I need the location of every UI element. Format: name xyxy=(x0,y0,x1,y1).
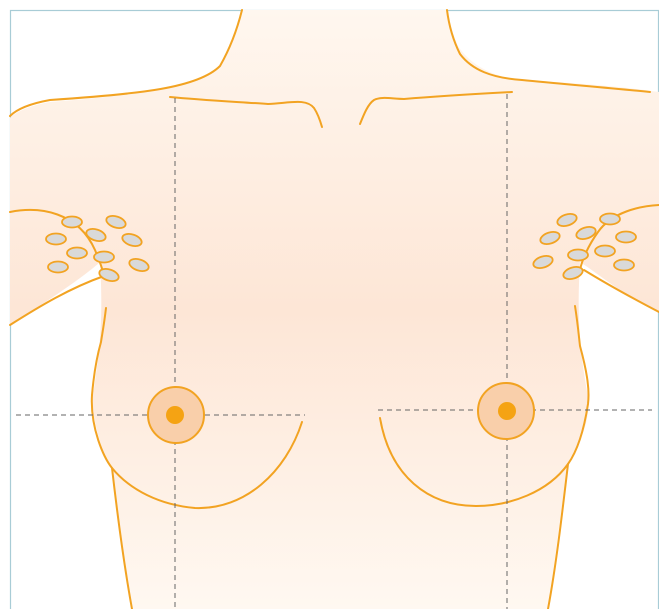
lymph-node xyxy=(616,232,636,243)
lymph-node xyxy=(94,252,114,263)
nipple-right xyxy=(498,402,516,420)
lymph-node xyxy=(48,262,68,273)
lymph-node xyxy=(46,234,66,245)
lymph-node xyxy=(568,250,588,261)
lymph-node xyxy=(62,217,82,228)
lymph-node xyxy=(67,248,87,259)
lymph-node xyxy=(600,214,620,225)
lymph-node xyxy=(614,260,634,271)
lymph-node xyxy=(595,246,615,257)
nipple-left xyxy=(166,406,184,424)
